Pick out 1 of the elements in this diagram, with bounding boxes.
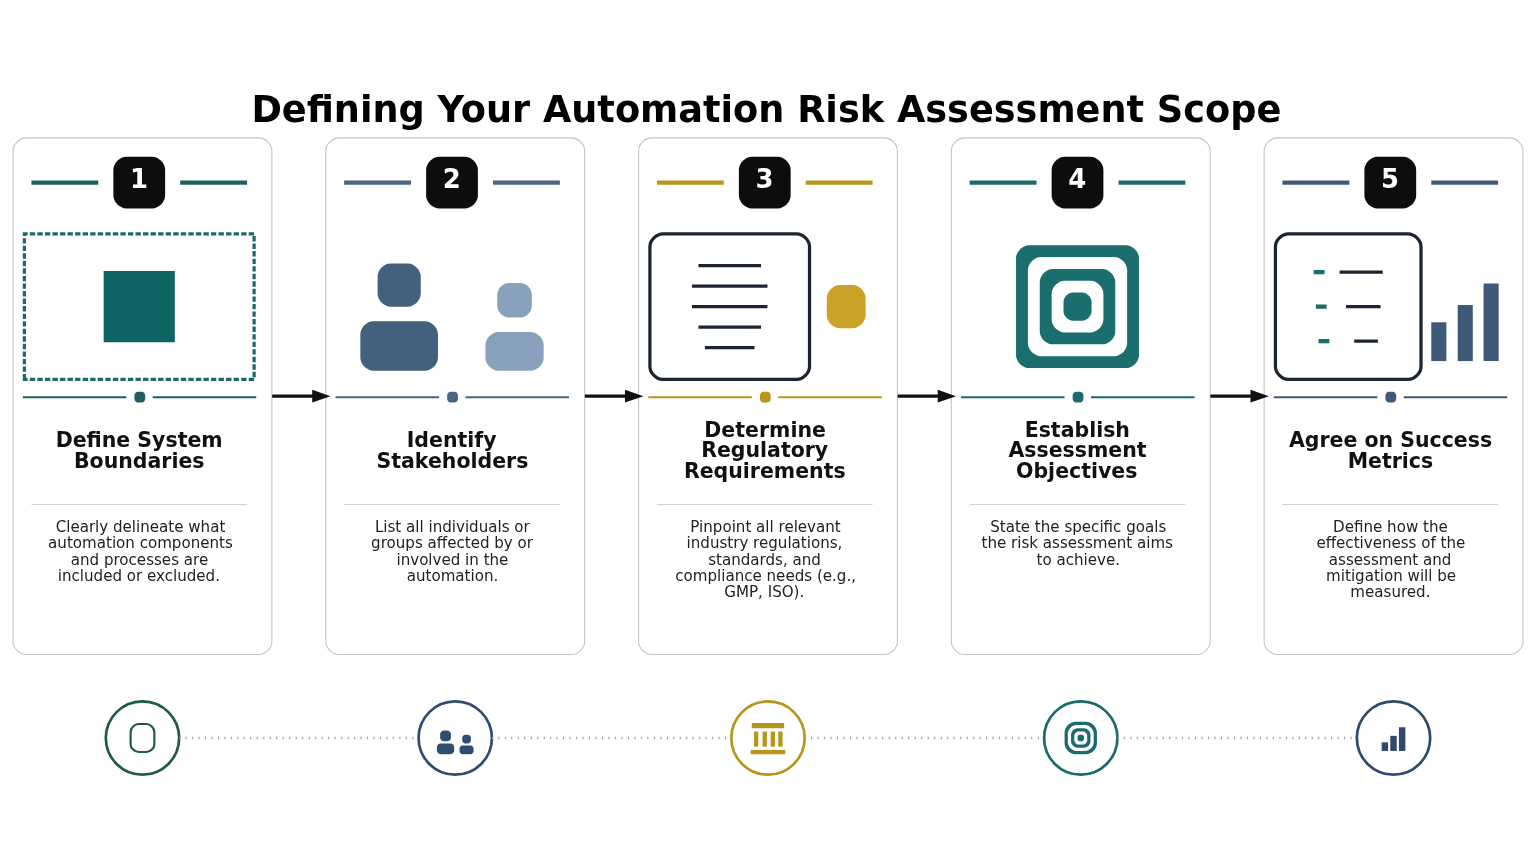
diagram-title: Defining Your Automation Risk Assessment Scope [251,87,1282,131]
